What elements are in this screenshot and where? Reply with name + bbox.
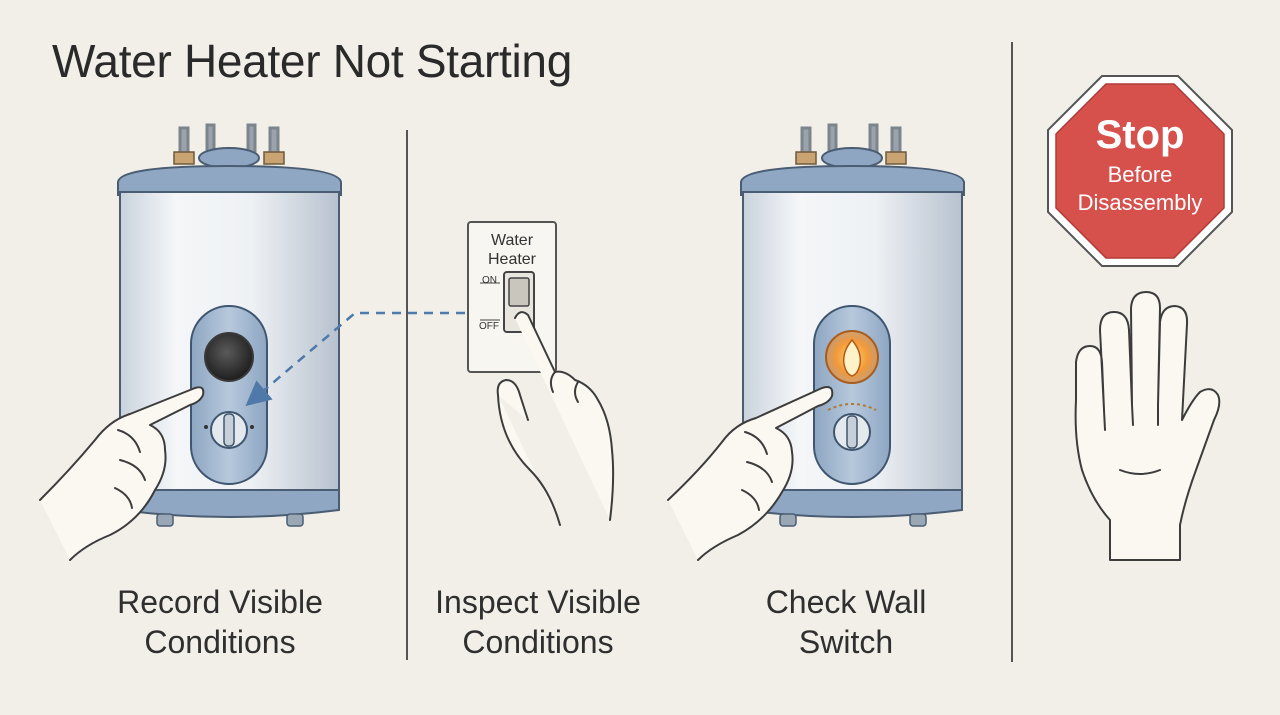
switch-off-label: OFF xyxy=(479,321,499,332)
step-caption-line2: Switch xyxy=(798,624,894,660)
step-caption-line1: Record Visible xyxy=(117,584,323,620)
stop-sign-line2: Disassembly xyxy=(1078,190,1203,215)
step-caption-inspect: Inspect Visible Conditions xyxy=(408,582,668,662)
pointing-hand-icon xyxy=(496,311,615,526)
stop-sign-line1: Before xyxy=(1108,162,1173,187)
step-caption-line2: Conditions xyxy=(462,624,614,660)
switch-label-line2: Heater xyxy=(488,251,537,268)
pointing-hand-icon xyxy=(667,386,834,561)
pilot-flame-icon xyxy=(825,330,879,384)
page-title: Water Heater Not Starting xyxy=(52,35,572,87)
stop-sign-face xyxy=(1055,83,1225,259)
stop-sign-main: Stop xyxy=(1096,113,1185,157)
stop-sign-icon xyxy=(1047,75,1233,267)
pointing-hand-icon xyxy=(39,386,205,561)
step-caption-line2: Conditions xyxy=(144,624,296,660)
step-caption-line1: Check Wall xyxy=(765,584,927,620)
switch-label-line1: Water xyxy=(491,232,534,249)
dashed-arrow-icon xyxy=(245,311,465,407)
open-hand-icon xyxy=(1074,291,1221,561)
step-caption-line1: Inspect Visible xyxy=(435,584,641,620)
step-caption-record: Record Visible Conditions xyxy=(90,582,350,662)
switch-on-label: ON xyxy=(482,275,497,286)
step-caption-check-switch: Check Wall Switch xyxy=(716,582,976,662)
